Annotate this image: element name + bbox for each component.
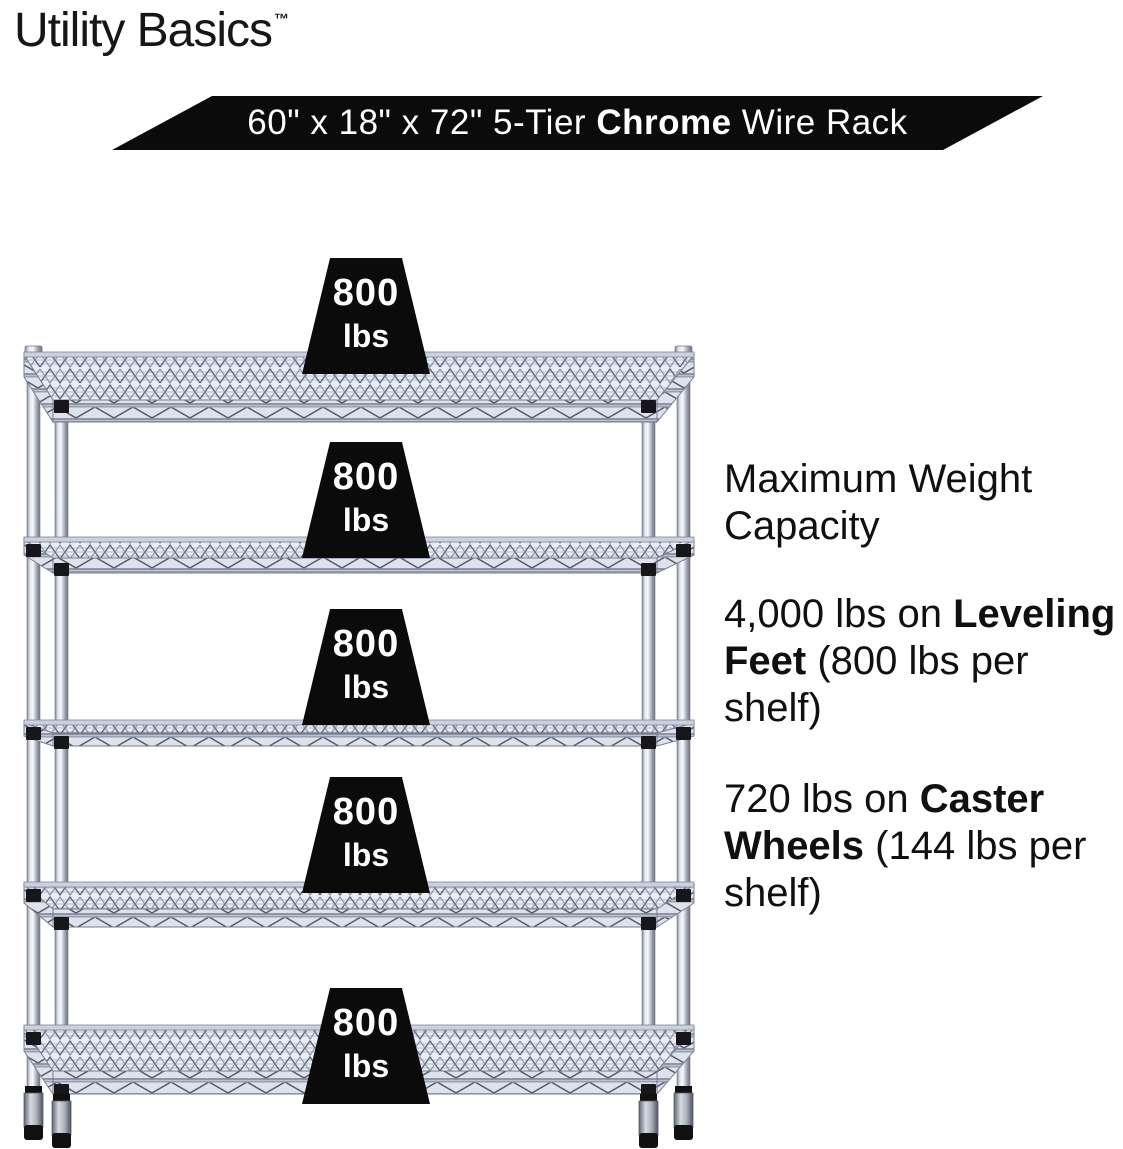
weight-value: 800	[332, 456, 400, 498]
capacity-heading: Maximum Weight Capacity	[724, 457, 1033, 548]
spec-bold-text: Wheels	[724, 824, 865, 868]
spec-bold-text: Leveling	[953, 592, 1116, 636]
weight-value: 800	[332, 623, 400, 665]
title-bold: Chrome	[596, 103, 732, 142]
capacity-info: Maximum Weight Capacity 4,000 lbs on Lev…	[724, 456, 1123, 961]
spec-text: (800 lbs per	[806, 639, 1029, 683]
spec-text: shelf)	[724, 871, 822, 915]
weight-icon-tier-5: 800 lbs	[302, 988, 430, 1104]
leveling-feet-spec: 4,000 lbs on Leveling Feet (800 lbs per …	[724, 591, 1123, 732]
spec-bold-text: Feet	[724, 639, 807, 683]
weight-unit: lbs	[342, 837, 390, 873]
caster-wheels-spec: 720 lbs on Caster Wheels (144 lbs per sh…	[724, 776, 1123, 917]
title-prefix: 60" x 18" x 72" 5-Tier	[247, 103, 597, 142]
spec-bold-text: Caster	[919, 777, 1045, 821]
rack-leveling-feet	[23, 1086, 694, 1148]
product-title-banner: 60" x 18" x 72" 5-Tier Chrome Wire Rack	[112, 96, 1043, 150]
weight-value: 800	[332, 1002, 400, 1044]
spec-text: 720 lbs on	[724, 777, 920, 821]
spec-text: (144 lbs per	[864, 824, 1087, 868]
weight-icon-tier-4: 800 lbs	[302, 777, 430, 893]
trademark-symbol: ™	[274, 11, 290, 28]
brand-name: Utility Basics	[14, 4, 273, 57]
title-suffix: Wire Rack	[731, 103, 908, 142]
weight-value: 800	[332, 272, 400, 314]
weight-unit: lbs	[342, 318, 390, 354]
weight-value: 800	[332, 791, 400, 833]
weight-unit: lbs	[342, 502, 390, 538]
spec-text: shelf)	[724, 686, 822, 730]
weight-unit: lbs	[342, 669, 390, 705]
spec-text: 4,000 lbs on	[724, 592, 954, 636]
weight-unit: lbs	[342, 1048, 390, 1084]
